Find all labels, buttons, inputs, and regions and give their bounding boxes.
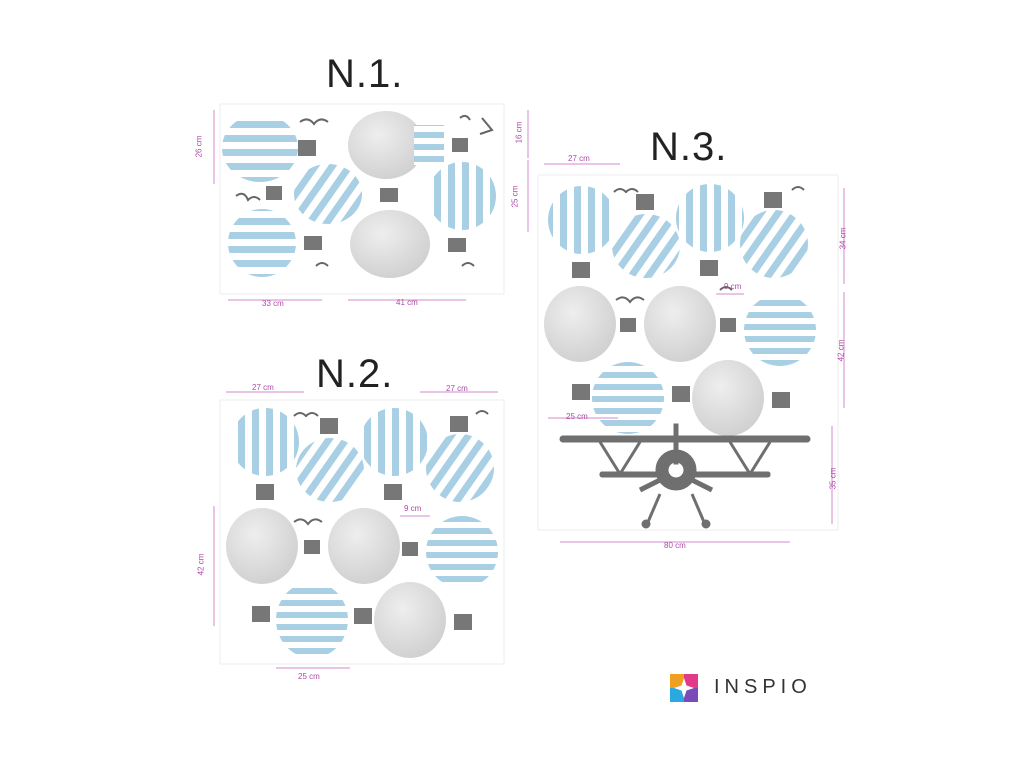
n3-dim-height-a: 34 cm [838, 227, 848, 250]
n3-dim-width-c: 80 cm [664, 541, 686, 550]
n1-dim-height-a: 26 cm [194, 135, 204, 158]
panel-n1-art [222, 111, 496, 278]
inspio-logo-text: INSPIO [714, 676, 812, 698]
biplane-illustration [559, 423, 811, 529]
n3-dim-gap: 9 cm [724, 282, 742, 291]
n2-dim-width-c: 25 cm [298, 672, 320, 681]
n3-dim-height-c: 35 cm [828, 467, 838, 490]
dimension-lines [213, 110, 845, 669]
n3-dim-width-b: 25 cm [566, 412, 588, 421]
n1-dim-height-b: 16 cm [514, 121, 524, 144]
n2-dim-height: 42 cm [196, 553, 206, 576]
panel-title-n1: N.1. [326, 52, 404, 96]
n2-dim-width-b: 27 cm [446, 384, 468, 393]
n1-dim-width-b: 41 cm [396, 298, 418, 307]
n1-dim-height-c: 25 cm [510, 185, 520, 208]
n3-dim-height-b: 42 cm [836, 339, 846, 362]
panel-n3-art [544, 184, 816, 529]
inspio-logo: INSPIO [670, 672, 840, 704]
n3-dim-width-a: 27 cm [568, 154, 590, 163]
n2-dim-gap: 9 cm [404, 504, 422, 513]
n1-dim-width-a: 33 cm [262, 299, 284, 308]
panel-title-n2: N.2. [316, 352, 394, 396]
panel-n2-art [226, 408, 498, 658]
panel-title-n3: N.3. [650, 125, 728, 169]
inspio-logo-mark [670, 674, 698, 702]
n2-dim-width-a: 27 cm [252, 383, 274, 392]
